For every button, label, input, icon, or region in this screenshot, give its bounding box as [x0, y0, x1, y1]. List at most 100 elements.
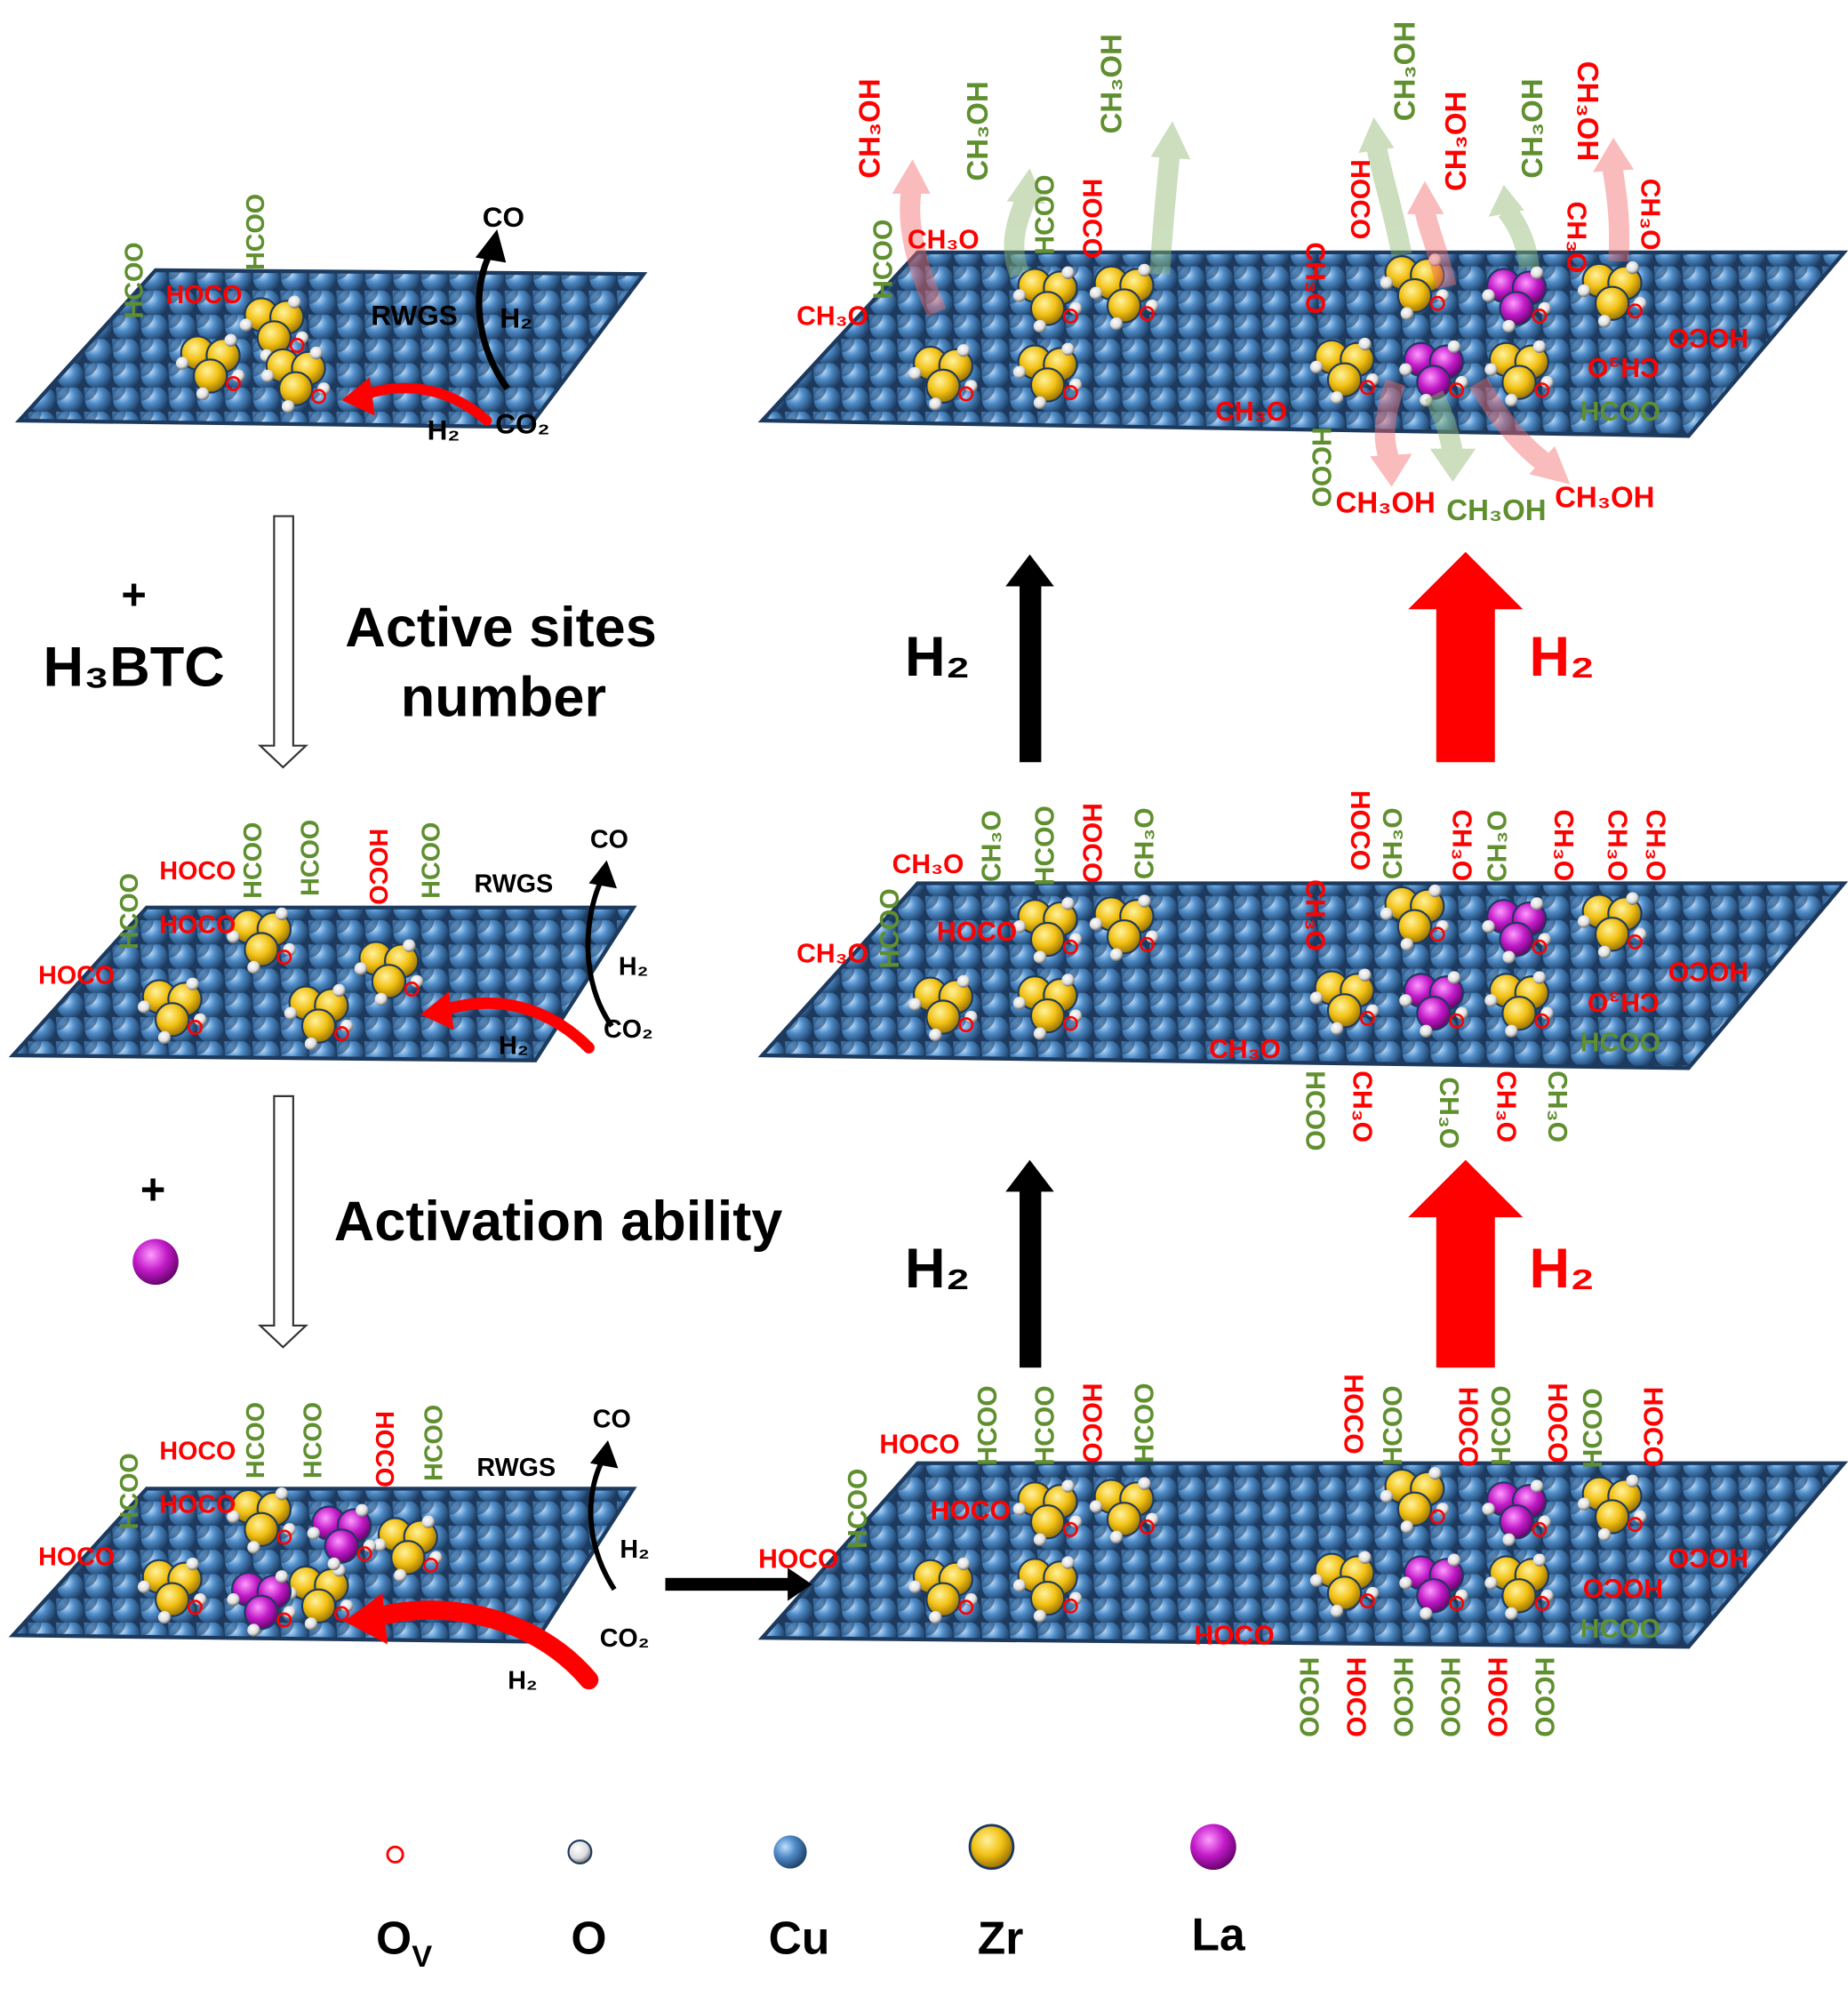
oxygen-atom — [239, 318, 252, 332]
species-label: HOCO — [159, 857, 236, 886]
oxygen-atom — [1061, 974, 1075, 987]
oxygen-atom — [227, 1510, 240, 1524]
oxygen-atom — [1428, 253, 1442, 267]
oxygen-vacancy — [958, 1599, 974, 1615]
h2-label: H₂ — [619, 953, 648, 982]
oxygen-atom — [1455, 375, 1468, 389]
zr-cluster — [908, 344, 978, 411]
oxygen-vacancy — [356, 1546, 372, 1562]
oxygen-vacancy — [1449, 1595, 1465, 1611]
red-h2-arrow-lower — [1408, 1159, 1524, 1368]
oxygen-atom — [1358, 1551, 1372, 1565]
species-label: HCOO — [1379, 1385, 1408, 1465]
oxygen-vacancy — [188, 1599, 203, 1615]
oxygen-vacancy — [1359, 1010, 1375, 1026]
oxygen-atom — [1012, 1503, 1027, 1516]
oxygen-vacancy — [333, 1026, 349, 1042]
black-h2-arrow-upper — [1005, 554, 1054, 763]
oxygen-atom — [175, 357, 189, 370]
oxygen-atom — [157, 1030, 172, 1045]
oxygen-vacancy — [1062, 1521, 1078, 1537]
oxygen-atom — [317, 382, 331, 396]
oxygen-atom — [1068, 378, 1083, 392]
zr-cluster — [1012, 1479, 1083, 1546]
oxygen-atom — [1145, 930, 1159, 943]
oxygen-atom — [327, 1557, 340, 1571]
species-label: CH₃OH — [1439, 92, 1472, 191]
oxygen-atom — [1380, 277, 1394, 290]
species-label: HOCO — [1340, 1657, 1370, 1737]
oxygen-vacancy — [276, 1529, 292, 1545]
species-label: CH₃O — [1588, 352, 1660, 381]
species-label: CH₃O — [1300, 879, 1330, 951]
zr-cluster — [137, 977, 207, 1045]
oxygen-vacancy — [1534, 1013, 1550, 1029]
oxygen-atom — [1033, 1027, 1047, 1040]
oxygen-vacancy — [311, 389, 327, 405]
oxygen-atom — [1068, 301, 1083, 316]
oxygen-atom — [1358, 337, 1372, 351]
transition-arrow-right — [665, 1567, 812, 1601]
oxygen-atom — [1365, 1586, 1380, 1600]
oxygen-atom — [908, 998, 922, 1011]
oxygen-atom — [1033, 950, 1047, 964]
species-label: HCOO — [116, 1453, 144, 1529]
oxygen-atom — [429, 1551, 443, 1565]
species-label: CH₃O — [796, 939, 868, 968]
la-zr-cluster — [1399, 971, 1468, 1038]
oxygen-atom — [224, 333, 237, 347]
active-sites-label: Active sites — [345, 597, 657, 659]
oxygen-atom — [227, 1592, 240, 1607]
species-label: HCOO — [239, 822, 268, 899]
oxygen-vacancy — [289, 338, 305, 353]
oxygen-atom — [1109, 317, 1124, 331]
oxygen-atom — [1530, 266, 1544, 279]
oxygen-atom — [1532, 340, 1547, 354]
oxygen-atom — [194, 1592, 207, 1607]
oxygen-vacancy — [276, 950, 292, 966]
species-label: HCOO — [1031, 174, 1060, 254]
zr-cluster — [1012, 897, 1083, 964]
methanol-desorption-arrows — [892, 116, 1635, 487]
oxygen-atom — [929, 1028, 942, 1042]
zr-cluster — [137, 1557, 207, 1624]
oxygen-vacancy — [1532, 939, 1548, 955]
cu-surface-slab — [14, 268, 648, 429]
oxygen-atom — [340, 1599, 354, 1613]
oxygen-atom — [186, 977, 199, 990]
methanol-desorption-arrow — [1469, 377, 1571, 485]
oxygen-atom — [1530, 1479, 1544, 1493]
oxygen-atom — [1109, 1530, 1124, 1544]
oxygen-atom — [403, 939, 416, 952]
oxygen-atom — [1502, 319, 1516, 333]
oxygen-atom — [1012, 365, 1027, 379]
h2-label: H₂ — [508, 1667, 537, 1695]
oxygen-atom — [1399, 363, 1412, 376]
oxygen-vacancy — [958, 1017, 974, 1033]
zr-cluster — [373, 1515, 443, 1583]
oxygen-vacancy — [276, 1612, 292, 1628]
species-label: HCOO — [1580, 1029, 1660, 1058]
methanol-desorption-arrow — [892, 159, 947, 317]
zr-cluster — [1484, 1553, 1554, 1621]
oxygen-atom — [1138, 1477, 1151, 1490]
oxygen-atom — [908, 366, 922, 381]
oxygen-atom — [1482, 289, 1495, 302]
oxygen-atom — [1400, 938, 1413, 951]
oxygen-atom — [1358, 968, 1372, 982]
species-label: HCOO — [299, 1402, 327, 1479]
la-zr-cluster — [307, 1503, 377, 1571]
species-label: HCOO — [297, 820, 325, 896]
oxygen-atom — [227, 930, 240, 943]
species-label: CH₃OH — [961, 81, 994, 180]
plus-sign-1: + — [121, 571, 146, 619]
species-label: HCOO — [242, 1402, 270, 1479]
oxygen-atom — [1484, 363, 1498, 376]
species-label: CH₃OH — [1388, 21, 1420, 121]
oxygen-atom — [275, 1570, 289, 1583]
oxygen-atom — [1309, 991, 1324, 1005]
species-label: CH₃O — [1588, 987, 1660, 1016]
oxygen-atom — [1540, 1589, 1554, 1603]
la-zr-cluster — [1482, 897, 1551, 964]
species-label: HOCO — [1637, 1387, 1667, 1467]
